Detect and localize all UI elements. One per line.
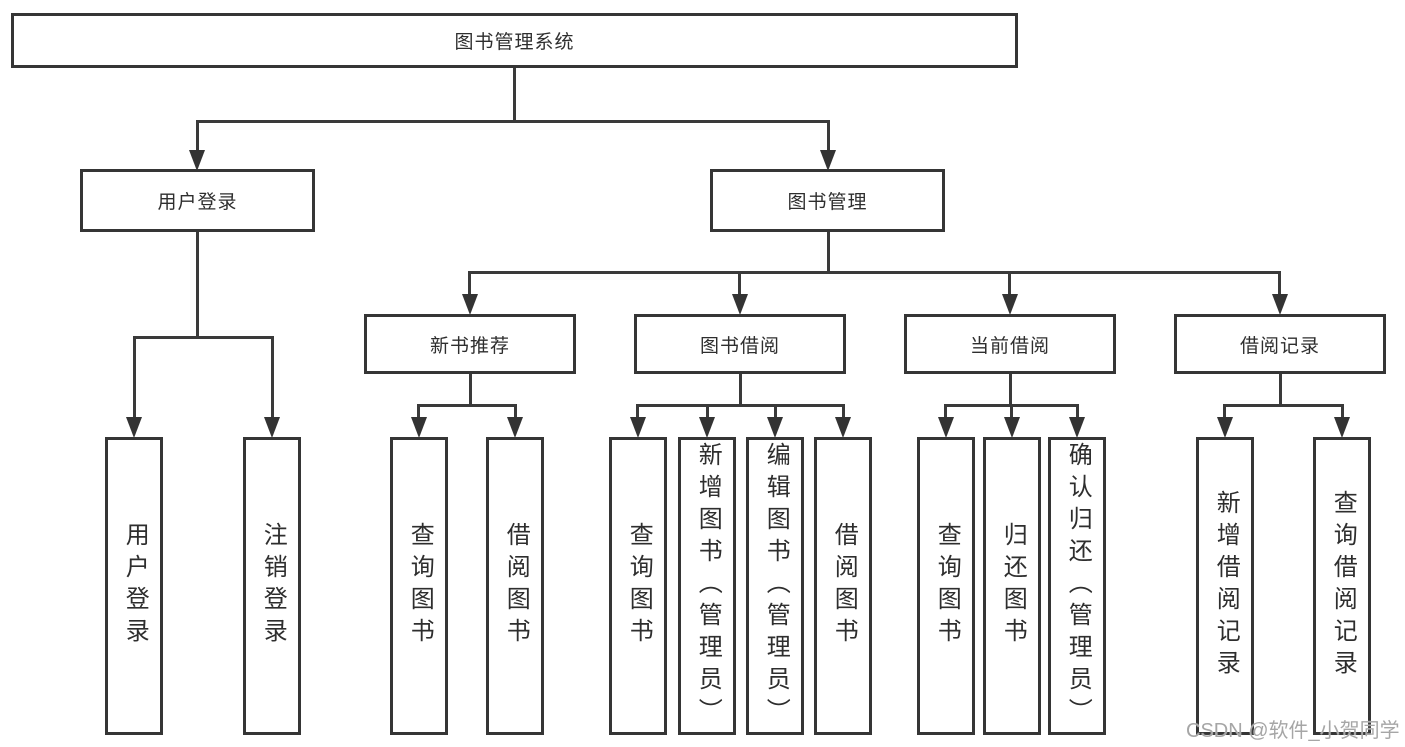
connector-vline <box>1009 374 1012 406</box>
leaf-box-add-books-admin: 新增图书（管理员） <box>678 437 736 735</box>
connector-vline <box>827 232 830 273</box>
arrow-down-icon <box>938 417 954 438</box>
node-box-root: 图书管理系统 <box>11 13 1018 68</box>
connector-stem <box>271 336 274 418</box>
leaf-label: 确认归还（管理员） <box>1064 442 1092 730</box>
arrow-down-icon <box>1002 294 1018 315</box>
arrow-down-icon <box>767 417 783 438</box>
node-label: 借阅记录 <box>1239 335 1320 357</box>
leaf-label: 查询借阅记录 <box>1329 490 1357 682</box>
connector-hbar <box>468 271 1281 274</box>
connector-stem <box>706 404 709 418</box>
node-box-new-book-recommend: 新书推荐 <box>364 314 576 374</box>
arrow-down-icon <box>820 150 836 171</box>
node-box-user-login: 用户登录 <box>80 169 315 232</box>
leaf-label: 归还图书 <box>999 522 1027 650</box>
leaf-label: 查询图书 <box>625 522 653 650</box>
leaf-label: 编辑图书（管理员） <box>762 442 790 730</box>
leaf-label: 查询图书 <box>933 522 961 650</box>
node-box-current-borrow: 当前借阅 <box>904 314 1116 374</box>
node-label: 新书推荐 <box>429 335 510 357</box>
connector-stem <box>1008 271 1011 296</box>
leaf-box-add-borrow-record: 新增借阅记录 <box>1196 437 1254 735</box>
arrow-down-icon <box>1334 417 1350 438</box>
arrow-down-icon <box>189 150 205 171</box>
arrow-down-icon <box>1069 417 1085 438</box>
connector-stem <box>1076 404 1079 418</box>
connector-vline <box>1279 374 1282 406</box>
arrow-down-icon <box>630 417 646 438</box>
node-box-borrow-record: 借阅记录 <box>1174 314 1386 374</box>
leaf-label: 借阅图书 <box>502 522 530 650</box>
connector-root-vline <box>513 68 516 122</box>
leaf-box-confirm-return-admin: 确认归还（管理员） <box>1048 437 1106 735</box>
connector-stem <box>774 404 777 418</box>
connector-stem <box>133 336 136 418</box>
leaf-box-query-books-3: 查询图书 <box>917 437 975 735</box>
node-label: 用户登录 <box>157 192 238 213</box>
leaf-box-borrow-books-2: 借阅图书 <box>814 437 872 735</box>
arrow-down-icon <box>1004 417 1020 438</box>
leaf-label: 注销登录 <box>259 522 287 650</box>
connector-vline <box>469 374 472 406</box>
connector-hbar <box>636 404 845 407</box>
connector-hbar <box>133 336 274 339</box>
connector-stem <box>1223 404 1226 418</box>
arrow-down-icon <box>699 417 715 438</box>
connector-stem <box>944 404 947 418</box>
arrow-down-icon <box>264 417 280 438</box>
node-label: 当前借阅 <box>969 335 1050 357</box>
leaf-label: 新增借阅记录 <box>1212 490 1240 682</box>
connector-stem <box>468 271 471 296</box>
connector-stem <box>514 404 517 418</box>
connector-stem <box>1010 404 1013 418</box>
arrow-down-icon <box>126 417 142 438</box>
arrow-down-icon <box>835 417 851 438</box>
arrow-down-icon <box>411 417 427 438</box>
arrow-down-icon <box>462 294 478 315</box>
leaf-box-query-books-1: 查询图书 <box>390 437 448 735</box>
leaf-label: 用户登录 <box>121 522 149 650</box>
connector-stem <box>196 120 199 150</box>
arrow-down-icon <box>1272 294 1288 315</box>
arrow-down-icon <box>732 294 748 315</box>
connector-stem <box>827 120 830 150</box>
connector-hbar <box>1223 404 1344 407</box>
leaf-box-user-login: 用户登录 <box>105 437 163 735</box>
leaf-box-return-books: 归还图书 <box>983 437 1041 735</box>
arrow-down-icon <box>1217 417 1233 438</box>
connector-stem <box>1278 271 1281 296</box>
connector-stem <box>417 404 420 418</box>
csdn-watermark: CSDN @软件_小贺同学 <box>1186 720 1400 742</box>
leaf-box-edit-books-admin: 编辑图书（管理员） <box>746 437 804 735</box>
node-label: 图书管理 <box>787 192 868 213</box>
connector-stem <box>842 404 845 418</box>
leaf-box-logout: 注销登录 <box>243 437 301 735</box>
arrow-down-icon <box>507 417 523 438</box>
leaf-label: 借阅图书 <box>830 522 858 650</box>
node-label: 图书管理系统 <box>454 32 575 53</box>
connector-stem <box>636 404 639 418</box>
node-label: 图书借阅 <box>699 335 780 357</box>
node-box-book-borrow: 图书借阅 <box>634 314 846 374</box>
connector-stem <box>1341 404 1344 418</box>
node-box-book-management: 图书管理 <box>710 169 945 232</box>
leaf-box-query-borrow-record: 查询借阅记录 <box>1313 437 1371 735</box>
leaf-label: 新增图书（管理员） <box>694 442 722 730</box>
connector-vline <box>196 232 199 338</box>
connector-root-hbar <box>196 120 830 123</box>
connector-hbar <box>417 404 517 407</box>
leaf-box-borrow-books-1: 借阅图书 <box>486 437 544 735</box>
connector-vline <box>739 374 742 406</box>
leaf-label: 查询图书 <box>406 522 434 650</box>
connector-stem <box>738 271 741 296</box>
leaf-box-query-books-2: 查询图书 <box>609 437 667 735</box>
